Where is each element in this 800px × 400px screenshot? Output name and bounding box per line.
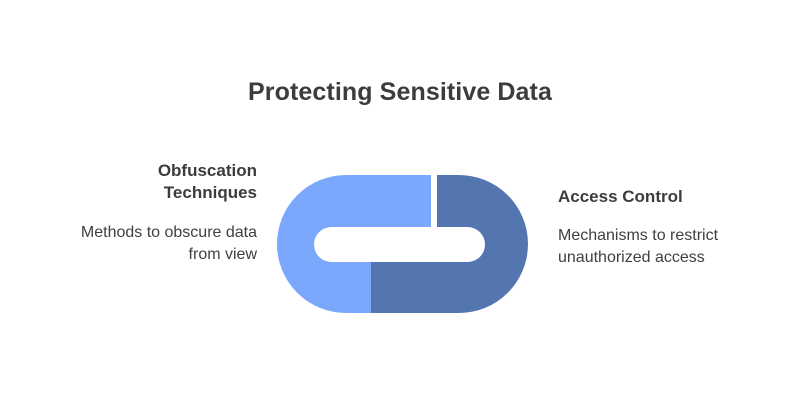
page-title: Protecting Sensitive Data: [248, 78, 552, 106]
left-label-heading: Obfuscation Techniques: [157, 161, 257, 202]
left-label-block: Obfuscation Techniques Methods to obscur…: [62, 160, 257, 267]
right-link-segment: [371, 175, 528, 313]
right-label-body: Mechanisms to restrict unauthorized acce…: [558, 226, 719, 267]
right-label-heading: Access Control: [558, 187, 683, 206]
chain-link-graphic: [262, 163, 544, 328]
left-link-segment: [277, 175, 431, 313]
left-label-body: Methods to obscure data from view: [80, 223, 257, 264]
right-label-block: Access Control Mechanisms to restrict un…: [558, 186, 738, 270]
chain-link-svg: [277, 175, 528, 313]
